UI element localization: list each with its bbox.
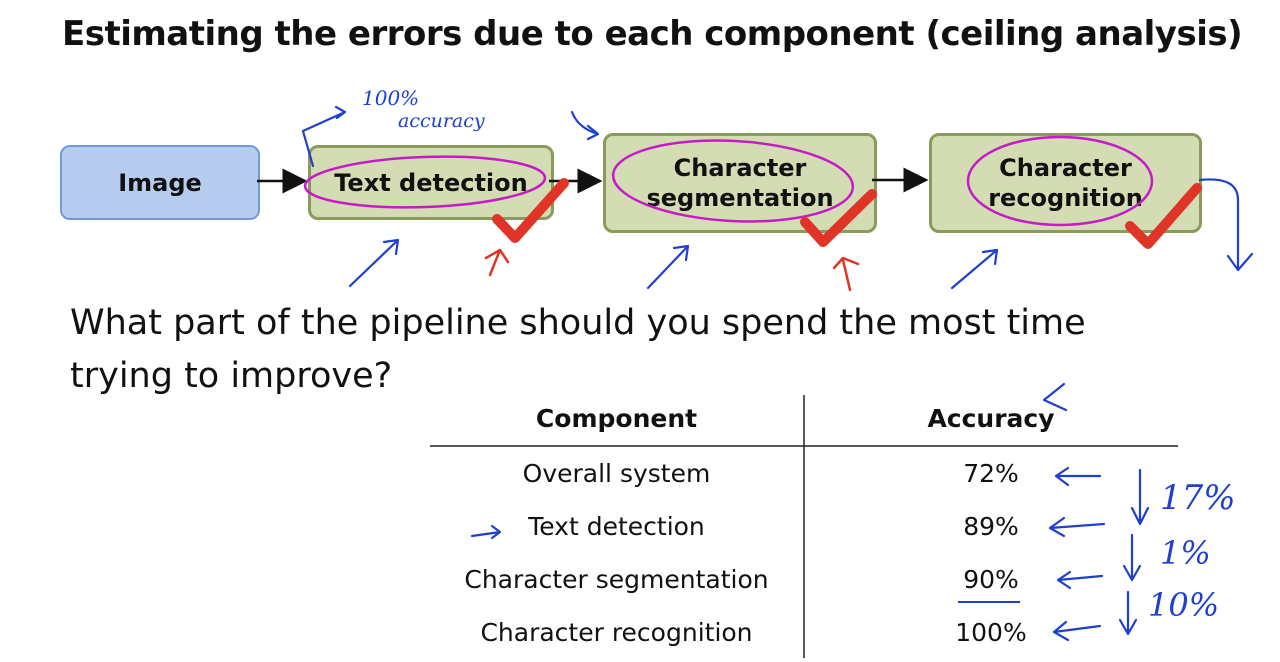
slide-title: Estimating the errors due to each compon… (62, 14, 1243, 54)
handwritten-arrow-icon (1052, 620, 1102, 642)
table-cell-accuracy: 72% (963, 459, 1019, 488)
pipeline-label-image: Image (118, 168, 202, 197)
annotation-accuracy-line2: accuracy (398, 110, 485, 132)
red-arrow-icon (832, 256, 860, 292)
down-arrow-icon (1118, 590, 1138, 636)
table-cell-component: Text detection (528, 512, 705, 541)
question-line-1: What part of the pipeline should you spe… (70, 303, 1086, 343)
pipeline-label-char-rec-line1: Character (999, 154, 1132, 182)
table-cell-accuracy: 89% (963, 512, 1019, 541)
annotation-gap-2: 1% (1160, 534, 1211, 572)
handwritten-arrow-icon (1198, 178, 1254, 272)
pipeline-label-char-seg-line2: segmentation (646, 184, 834, 212)
table-header-component: Component (535, 404, 698, 433)
handwritten-arrow-icon (646, 244, 690, 290)
checkmark-icon (800, 189, 877, 247)
pipeline-label-text-detection: Text detection (334, 168, 528, 197)
pipeline-box-character-recognition: Character recognition (929, 133, 1202, 233)
handwritten-arrow-icon (348, 238, 400, 288)
handwritten-arrow-icon (950, 248, 999, 290)
table-cell-component: Character recognition (480, 618, 753, 647)
handwritten-arrow-icon (1042, 382, 1068, 412)
down-arrow-icon (1122, 533, 1142, 582)
handwritten-arrow-icon (570, 110, 600, 141)
table-cell-accuracy: 90% (963, 565, 1019, 594)
annotation-accuracy-line1: 100% (362, 86, 420, 110)
question-text: What part of the pipeline should you spe… (70, 297, 1086, 402)
red-arrow-icon (484, 248, 510, 277)
annotation-gap-1: 17% (1160, 478, 1236, 518)
checkmark-icon (1125, 183, 1202, 249)
handwritten-arrow-icon (301, 105, 347, 168)
pipeline-box-character-segmentation: Character segmentation (603, 133, 877, 233)
down-arrow-icon (1130, 468, 1150, 526)
table-cell-accuracy: 100% (955, 618, 1027, 647)
pipeline-label-char-seg-line1: Character (673, 154, 807, 182)
pipeline-label-char-rec-line2: recognition (988, 184, 1143, 212)
table-header-accuracy: Accuracy (927, 404, 1055, 433)
handwritten-arrow-icon (1054, 466, 1102, 487)
checkmark-icon (492, 178, 569, 243)
highlight-ellipse-char-seg (611, 139, 855, 223)
highlight-ellipse-text-detection (303, 155, 547, 209)
annotation-gap-3: 10% (1148, 586, 1220, 624)
highlight-ellipse-char-rec (966, 135, 1154, 227)
handwritten-arrow-icon (470, 524, 502, 540)
pipeline-box-text-detection: Text detection (308, 145, 554, 220)
handwritten-arrow-icon (1056, 570, 1104, 590)
pipeline-box-image: Image (60, 145, 260, 220)
table-cell-component: Overall system (522, 459, 711, 488)
table-cell-component: Character segmentation (464, 565, 769, 594)
handwritten-arrow-icon (1048, 516, 1106, 538)
question-line-2: trying to improve? (70, 355, 393, 396)
